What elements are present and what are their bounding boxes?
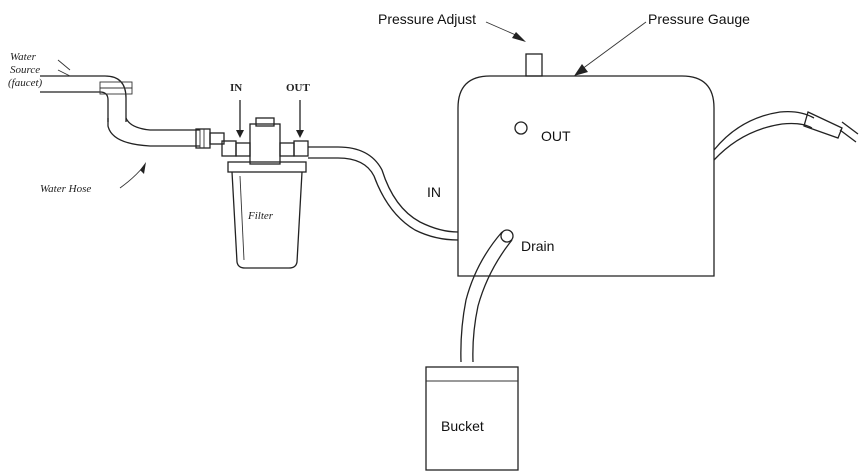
supply-hose — [308, 146, 459, 241]
filter-label: Filter — [247, 210, 274, 222]
water-source-label-3: (faucet) — [8, 77, 43, 89]
pressure-gauge-pointer — [577, 21, 647, 73]
unit-in-label: IN — [427, 184, 441, 200]
pressure-gauge-label: Pressure Gauge — [648, 11, 750, 27]
plug-icon — [839, 121, 859, 143]
water-hose-label: Water Hose — [40, 183, 91, 195]
bucket — [425, 366, 519, 471]
drain-label: Drain — [521, 238, 554, 254]
power-cord — [713, 110, 843, 161]
filter-in-label: IN — [230, 82, 242, 94]
water-source-label-2: Source — [10, 64, 40, 76]
faucet-pipe — [40, 75, 200, 147]
drain-hose — [460, 231, 513, 363]
hose-fitting — [195, 128, 225, 149]
filter-housing — [221, 117, 309, 269]
pressure-adjust-pointer — [485, 21, 519, 37]
filter-in-arrow — [236, 100, 244, 138]
unit-out-label: OUT — [541, 128, 571, 144]
filter-out-arrow — [296, 100, 304, 138]
out-port[interactable] — [514, 121, 528, 135]
purifier-unit — [457, 75, 715, 277]
pressure-adjust-knob[interactable] — [525, 53, 543, 77]
drain-port[interactable] — [500, 229, 514, 243]
filter-out-label: OUT — [286, 82, 311, 94]
water-source-bracket — [57, 59, 71, 77]
pressure-adjust-label: Pressure Adjust — [378, 11, 476, 27]
bucket-label: Bucket — [441, 418, 484, 434]
water-source-label-1: Water — [10, 51, 37, 63]
water-hose-pointer — [119, 165, 145, 189]
